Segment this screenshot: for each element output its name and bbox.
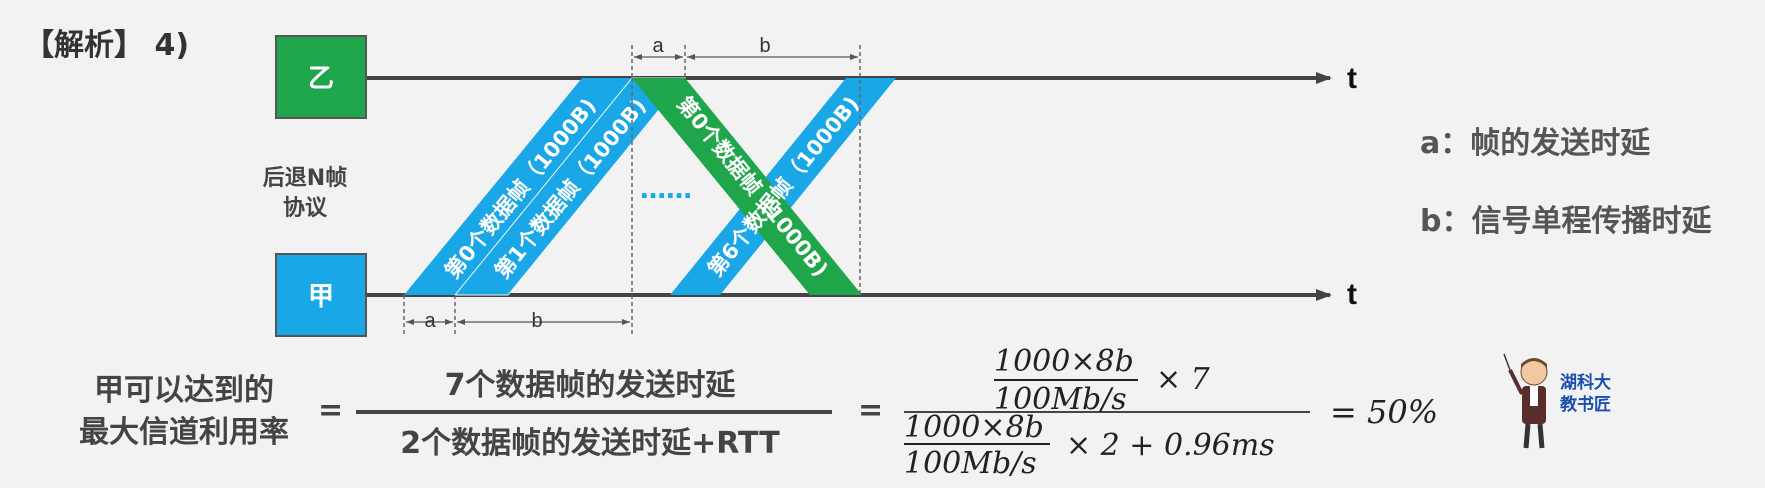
num-multiplier: × 7	[1156, 362, 1210, 397]
equals-sign-2: =	[858, 393, 884, 428]
protocol-label-line1: 后退N帧	[262, 166, 348, 191]
formula-denominator: 2个数据帧的发送时延+RTT	[400, 426, 780, 461]
frame0-return-band	[632, 78, 862, 295]
protocol-label-line2: 协议	[282, 196, 327, 221]
den-frac-top: 1000×8b	[904, 410, 1044, 445]
frame0-band	[404, 78, 632, 295]
legend-a: a：帧的发送时延	[1420, 126, 1651, 161]
frame6-band	[670, 78, 896, 295]
protocol-label: 后退N帧 协议	[240, 164, 370, 224]
legend-b: b：信号单程传播时延	[1420, 204, 1712, 239]
formula-result: = 50%	[1330, 393, 1439, 431]
watermark-line1: 湖科大	[1560, 373, 1611, 393]
station-yi-label: 乙	[308, 64, 334, 94]
den-multiplier: × 2 + 0.96ms	[1066, 428, 1275, 463]
equals-sign-1: =	[318, 393, 344, 428]
den-frac-bottom: 100Mb/s	[904, 446, 1037, 481]
utilization-label: 甲可以达到的 最大信道利用率	[48, 370, 320, 454]
time-axis-label-bottom: t	[1347, 278, 1357, 311]
dim-bot-b-label: b	[531, 310, 542, 332]
utilization-label-line1: 甲可以达到的	[94, 373, 274, 408]
watermark-line2: 教书匠	[1560, 395, 1611, 415]
dim-top-a-label: a	[652, 35, 664, 57]
num-frac-top: 1000×8b	[994, 344, 1134, 379]
formula-numerator: 7个数据帧的发送时延	[444, 368, 736, 403]
ellipsis-dots: ……	[640, 175, 692, 205]
dim-bot-a-label: a	[424, 310, 436, 332]
num-frac-bottom: 100Mb/s	[994, 382, 1127, 417]
station-jia-box	[275, 253, 367, 337]
station-jia-label: 甲	[308, 282, 334, 312]
watermark-text: 湖科大 教书匠	[1560, 372, 1611, 416]
dim-top-b-label: b	[759, 35, 770, 57]
page-title: 【解析】 4)	[24, 28, 190, 63]
teacher-avatar	[1503, 353, 1548, 449]
station-yi-box	[275, 35, 367, 119]
utilization-label-line2: 最大信道利用率	[79, 415, 289, 450]
time-axis-label-top: t	[1347, 62, 1357, 95]
